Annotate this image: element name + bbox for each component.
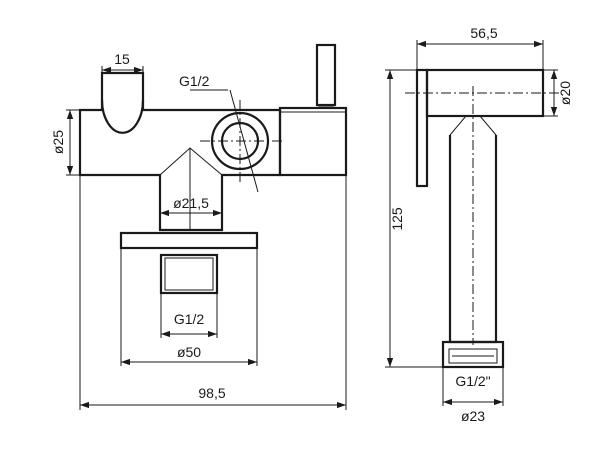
front-view: 15 G1/2 ø25 ø21,5 G1/2 [50, 43, 348, 410]
dim-125: 125 [385, 69, 443, 368]
dim-d21-5: ø21,5 [160, 195, 222, 217]
side-arm [405, 68, 560, 118]
dim-d20: ø20 [543, 69, 573, 117]
left-bore [100, 99, 145, 134]
dim-g12-bottom: G1/2 [160, 293, 218, 338]
dim-d25: ø25 [50, 109, 102, 176]
dim-d50: ø50 [120, 248, 258, 366]
side-wall-plate [415, 68, 429, 188]
dim-d23: ø23 [442, 367, 504, 424]
wall-flange [119, 231, 259, 250]
cartridge-block [278, 106, 348, 177]
side-outlet-nut [441, 340, 505, 369]
side-view: 56,5 ø20 125 G1/2" ø23 [385, 25, 573, 424]
dim-d21-5-label: ø21,5 [173, 195, 209, 211]
dim-d20-label: ø20 [557, 81, 573, 105]
dim-d23-label: ø23 [461, 408, 485, 424]
side-tube [448, 86, 498, 345]
dim-98-5-label: 98,5 [198, 385, 225, 401]
dim-g12-outlet: G1/2" [455, 373, 490, 389]
dim-15-label: 15 [114, 51, 130, 67]
dim-g12-outlet-label: G1/2" [455, 373, 490, 389]
dim-56-5-label: 56,5 [470, 25, 497, 41]
outlet-circle [200, 89, 282, 193]
dim-98-5: 98,5 [79, 175, 347, 410]
dim-g12-bottom-label: G1/2 [174, 311, 205, 327]
dim-d50-label: ø50 [177, 344, 201, 360]
dim-125-label: 125 [389, 207, 405, 231]
lever-stem [315, 43, 337, 107]
dim-56-5: 56,5 [416, 25, 544, 70]
dim-15: 15 [101, 51, 144, 74]
dim-g12-top-label: G1/2 [179, 73, 210, 89]
connection-thread [159, 253, 219, 295]
dim-g12-top: G1/2 [179, 73, 228, 91]
internal-channel [159, 147, 223, 230]
dim-d25-label: ø25 [50, 130, 66, 154]
